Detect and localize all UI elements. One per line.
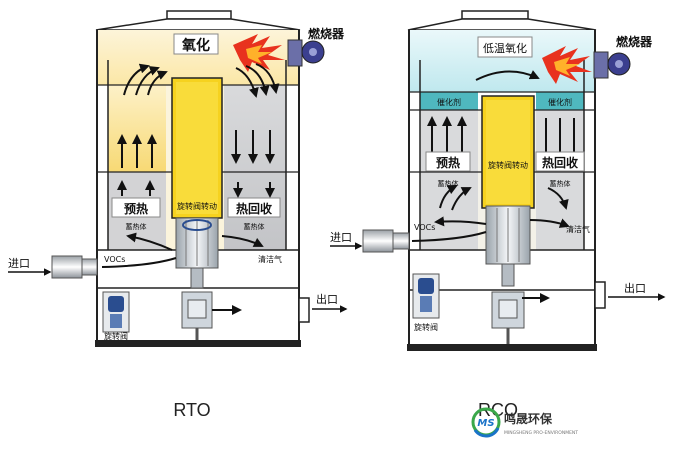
rco-burner-label: 燃烧器 [616,34,653,49]
rto-vocs-label: VOCs [104,255,125,264]
rto-burner [233,34,325,72]
rto-media-right-label: 蓄热体 [244,222,265,231]
rto-inlet-label: 进口 [8,257,30,270]
rco-vocs-label: VOCs [414,223,435,232]
rto-media-left-label: 蓄热体 [126,222,147,231]
logo-cn-text: 鸣晟环保 [504,411,553,426]
rto-heat-recovery-label: 热回收 [236,201,272,216]
logo-mark: MS [477,418,494,429]
rto-burner-label: 燃烧器 [308,26,345,41]
rco-catalyst-left-label: 催化剂 [437,97,461,107]
rco-outlet-label: 出口 [624,281,646,295]
rco-rotary-valve-label: 旋转阀 [414,322,438,332]
rco-caption: RCO [478,400,518,420]
rco-rotary-valve-rotation-label: 旋转阀转动 [488,160,528,170]
rto-preheat-label: 预热 [124,201,148,216]
rco-burner [542,46,631,84]
rto-clean-gas-label: 清洁气 [258,254,282,264]
rto-outlet-label: 出口 [316,292,338,306]
rto-rotary-valve-rotation-label: 旋转阀转动 [177,201,217,211]
rto-unit: 氧化 燃烧器 预热 热回收 旋转阀转动 蓄热体 蓄热体 VOCs 清洁气 进口 … [8,10,348,420]
rco-preheat-label: 预热 [436,155,460,170]
mingsheng-logo: MS 鸣晟环保 MINGSHENG PRO-ENVIRONMENT [471,407,578,438]
rco-media-left-label: 蓄热体 [438,179,459,188]
rto-oxidation-label: 氧化 [181,37,210,54]
rco-inlet-label: 进口 [330,231,352,244]
logo-en-text: MINGSHENG PRO-ENVIRONMENT [504,430,578,436]
rco-heat-recovery-label: 热回收 [542,155,578,170]
rto-rotary-valve-label: 旋转阀 [104,331,128,341]
rco-clean-gas-label: 清洁气 [566,224,590,234]
rto-flow-arrows [101,63,280,315]
rco-catalyst-right-label: 催化剂 [548,97,572,107]
rco-oxidation-label: 低温氧化 [483,41,527,55]
rco-unit: 低温氧化 燃烧器 催化剂 催化剂 预热 热回收 旋转阀转动 蓄热体 蓄热体 VO… [330,10,666,420]
rco-media-right-label: 蓄热体 [550,179,571,188]
rto-caption: RTO [173,400,210,420]
